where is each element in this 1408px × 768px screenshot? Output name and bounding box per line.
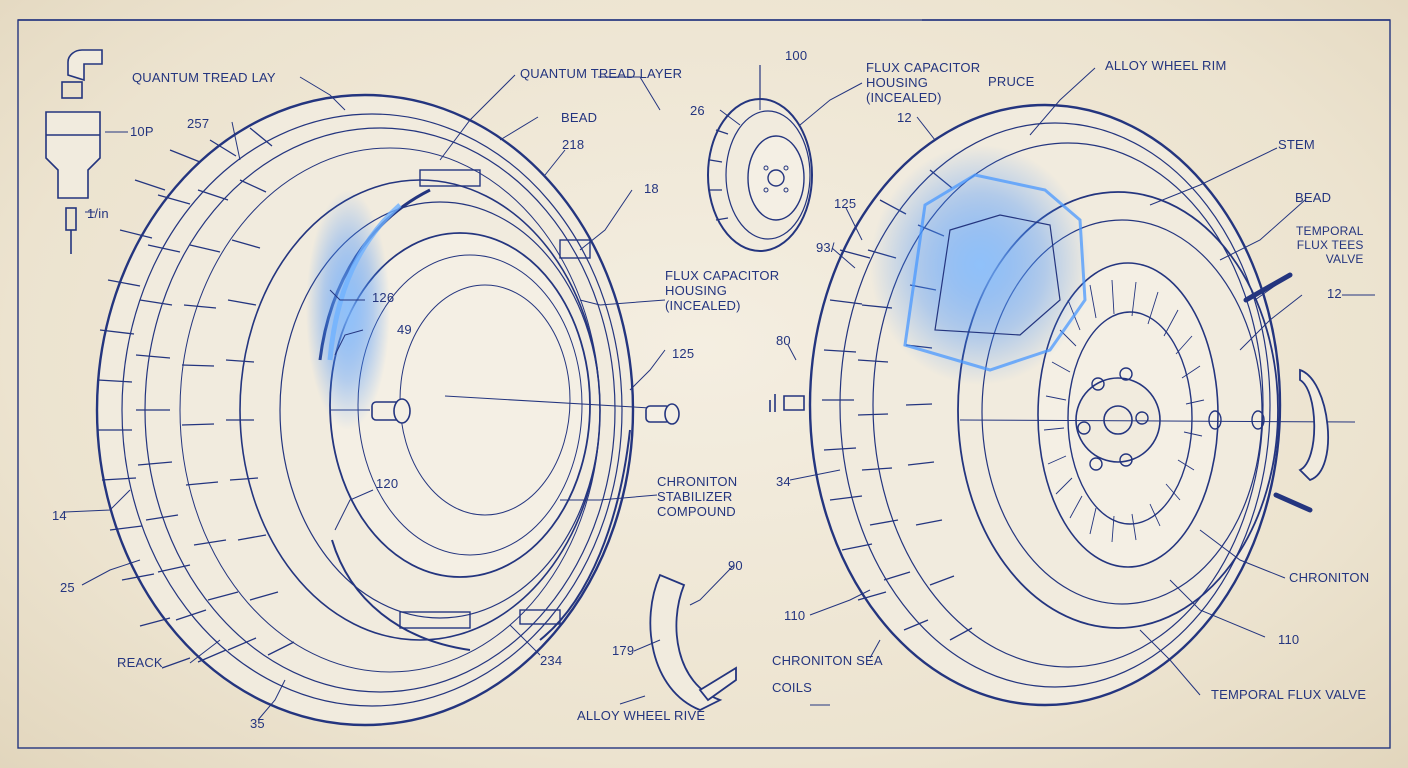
label-flux-capacitor-top: FLUX CAPACITOR HOUSING (INCEALED) bbox=[866, 60, 981, 105]
label-bead-right: BEAD bbox=[1295, 190, 1332, 205]
label-179: 179 bbox=[612, 643, 635, 658]
label-alloy-wheel-rim: ALLOY WHEEL RIM bbox=[1105, 58, 1227, 73]
label-chroniton-sea: CHRONITON SEA bbox=[772, 653, 883, 668]
left-glow bbox=[306, 190, 390, 430]
label-35: 35 bbox=[250, 716, 265, 731]
label-alloy-wheel-rive: ALLOY WHEEL RIVE bbox=[577, 708, 706, 723]
label-chroniton: CHRONITON bbox=[1289, 570, 1370, 585]
label-quantum-tread-lay: QUANTUM TREAD LAY bbox=[132, 70, 276, 85]
left-tire-drawing bbox=[95, 93, 680, 727]
label-14: 14 bbox=[52, 508, 67, 523]
label-126: 126 bbox=[372, 290, 395, 305]
label-34: 34 bbox=[776, 474, 791, 489]
label-temporal-flux-valve: TEMPORAL FLUX VALVE bbox=[1211, 687, 1367, 702]
label-12-right: 12 bbox=[1327, 286, 1342, 301]
right-glow bbox=[870, 145, 1090, 385]
label-pruce: PRUCE bbox=[988, 74, 1035, 89]
label-80: 80 bbox=[776, 333, 791, 348]
label-100: 100 bbox=[785, 48, 808, 63]
label-26: 26 bbox=[690, 103, 705, 118]
right-glow-housing bbox=[903, 173, 1087, 372]
label-234: 234 bbox=[540, 653, 563, 668]
small-tire-drawing bbox=[707, 65, 813, 252]
label-125-mid: 125 bbox=[672, 346, 695, 361]
label-120: 120 bbox=[376, 476, 399, 491]
connector-component bbox=[45, 49, 103, 254]
label-bead-left: BEAD bbox=[561, 110, 598, 125]
label-10p: 10P bbox=[130, 124, 154, 139]
label-93: 93/ bbox=[816, 240, 835, 255]
label-coils: COILS bbox=[772, 680, 813, 695]
label-stem: STEM bbox=[1278, 137, 1315, 152]
left-glow-coil bbox=[327, 203, 402, 361]
border-frame bbox=[17, 19, 1391, 749]
label-temporal-flux-tees: TEMPORAL FLUX TEES VALVE bbox=[1296, 224, 1364, 266]
label-18: 18 bbox=[644, 181, 659, 196]
label-257: 257 bbox=[187, 116, 210, 131]
leader-lines bbox=[64, 67, 1375, 721]
label-125-right: 125 bbox=[834, 196, 857, 211]
label-reack: REACK bbox=[117, 655, 163, 670]
label-218: 218 bbox=[562, 137, 585, 152]
label-1in: 1/in bbox=[87, 206, 109, 221]
label-49: 49 bbox=[397, 322, 412, 337]
label-110-right: 110 bbox=[1278, 632, 1300, 647]
label-flux-capacitor-mid: FLUX CAPACITOR HOUSING (INCEALED) bbox=[665, 268, 780, 313]
label-12-top: 12 bbox=[897, 110, 912, 125]
label-quantum-tread-layer: QUANTUM TREAD LAYER bbox=[520, 66, 683, 81]
label-110-left: 110 bbox=[784, 608, 806, 623]
label-25: 25 bbox=[60, 580, 75, 595]
label-chroniton-stabilizer: CHRONITON STABILIZER COMPOUND bbox=[657, 474, 738, 519]
bracket-component bbox=[649, 573, 737, 711]
label-90: 90 bbox=[728, 558, 743, 573]
